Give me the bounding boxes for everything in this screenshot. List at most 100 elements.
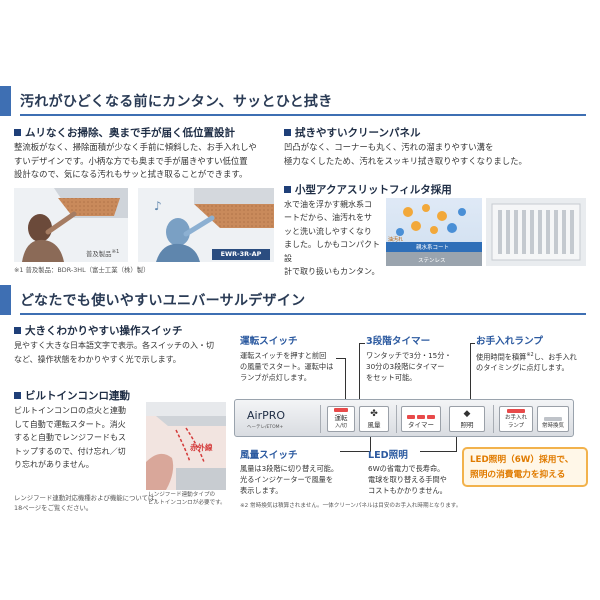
- text-part: 使用時間を積算: [476, 352, 527, 362]
- always-vent-button[interactable]: 常時換気: [537, 406, 569, 432]
- always-led-icon: [544, 417, 562, 421]
- text-line: すいデザインです。小柄な方でも奥まで手が届きやすい低位置: [14, 155, 248, 166]
- coating-diagram: [386, 204, 482, 266]
- control-panel: AirPRO ヘーテレ/ETOM+ 運転 入/切 ✤ 風量 タイマー ◆ 照明 …: [234, 399, 574, 437]
- text-line: 光るインジケーターで風量を: [240, 475, 334, 484]
- new-hood-drawing: ♪: [154, 188, 274, 262]
- feature-switch-heading: 大きくわかりやすい操作スイッチ: [14, 323, 183, 338]
- old-label-text: 普及製品: [86, 250, 112, 259]
- callout-fan-line-h: [340, 451, 371, 452]
- text-line: LED照明（6W）採用で、: [470, 455, 574, 465]
- text-line: をセット可能。: [366, 373, 417, 382]
- new-product-illustration: ♪ EWR-3R-AP: [138, 188, 274, 262]
- lightbulb-icon: ◆: [463, 409, 471, 419]
- care-lamp-button[interactable]: お手入れ ランプ: [499, 406, 533, 432]
- text-line: 電球を取り替える手間や: [368, 475, 447, 484]
- builtin-note: レンジフード連動タイプの ビルトインコンロが必要です。: [148, 491, 238, 507]
- square-bullet-icon: [14, 327, 21, 334]
- text-line: コストもかかりません。: [368, 486, 447, 495]
- old-product-label: 普及製品※1: [86, 248, 119, 260]
- feature-filter-heading-text: 小型アクアスリットフィルタ採用: [295, 184, 452, 196]
- text-line: の風量でスタート。運転中は: [240, 362, 334, 371]
- text-line: など、操作状態をわかりやすく光で示します。: [14, 354, 181, 364]
- callout-timer-text: ワンタッチで3分・15分・ 30分の3段階にタイマー をセット可能。: [366, 350, 466, 383]
- callout-run-line-h: [336, 358, 346, 359]
- fan-button[interactable]: ✤ 風量: [359, 406, 389, 432]
- filter-photo: [486, 198, 586, 266]
- feature-clean-panel-text: 凹凸がなく、コーナーも丸く、汚れの溜まりやすい溝を 極力なくしたため、汚れをスッ…: [284, 141, 584, 168]
- text-line: ートだから、油汚れをサ: [284, 213, 372, 223]
- run-led-icon: [334, 408, 348, 412]
- timer-led-icon: [417, 415, 425, 419]
- text-line: 凹凸がなく、コーナーも丸く、汚れの溜まりやすい溝を: [284, 142, 494, 152]
- note-line: レンジフード連動対応機種および機能については、: [14, 494, 161, 502]
- text-line: 極力なくしたため、汚れをスッキリ拭き取りやすくなりました。: [284, 155, 527, 166]
- callout-care-title: お手入れランプ: [476, 336, 543, 347]
- square-bullet-icon: [284, 186, 291, 193]
- feature-low-design-heading-text: ムリなくお掃除、奥まで手が届く低位置設計: [25, 127, 235, 139]
- section1-title: 汚れがひどくなる前にカンタン、サッとひと拭き: [20, 94, 333, 110]
- callout-run-title: 運転スイッチ: [240, 336, 298, 347]
- run-button[interactable]: 運転 入/切: [327, 406, 355, 432]
- brand-logo: AirPRO: [247, 409, 286, 422]
- coat-label: 親水系コート: [416, 245, 450, 251]
- section1-header: 汚れがひどくなる前にカンタン、サッとひと拭き: [0, 86, 600, 116]
- infrared-label: 赤外線: [190, 443, 213, 452]
- text-line: り忘れがありません。: [14, 460, 94, 470]
- panel-divider: [493, 405, 494, 433]
- care-button-sublabel: ランプ: [507, 423, 525, 429]
- feature-builtin-heading-text: ビルトインコンロ連動: [25, 390, 130, 402]
- text-line: ッと洗い流しやすくなり: [284, 226, 372, 236]
- light-button[interactable]: ◆ 照明: [449, 406, 485, 432]
- timer-button-label: タイマー: [408, 421, 434, 429]
- oil-label: 油汚れ: [388, 237, 404, 243]
- stove-drawing: [146, 402, 226, 490]
- text-line: 30分の3段階にタイマー: [366, 362, 445, 371]
- text-line: 設計なので、気になる汚れもサッと拭き取ることができます。: [14, 169, 248, 180]
- run-button-sublabel: 入/切: [335, 423, 347, 429]
- care-button-label: お手入れ: [504, 415, 527, 421]
- feature-low-design-text: 整流板がなく、掃除面積が少なく手前に傾斜した、お手入れしや すいデザインです。小…: [14, 141, 274, 182]
- text-line: 水で油を浮かす親水系コ: [284, 200, 372, 209]
- feature-filter-text: 水で油を浮かす親水系コ ートだから、油汚れをサ ッと洗い流しやすくなり ました。…: [284, 198, 384, 278]
- text-line: すると自動でレンジフードもス: [14, 433, 126, 443]
- callout-fan-title: 風量スイッチ: [240, 450, 298, 461]
- text-line: 整流板がなく、掃除面積が少なく手前に傾斜した、お手入れしや: [14, 142, 257, 152]
- text-line: 運転スイッチを押すと前回: [240, 351, 327, 360]
- feature-builtin-text: ビルトインコンロの点火と連動 して自動で運転スタート。消火 すると自動でレンジフ…: [14, 404, 146, 472]
- section2-accent-bar: [0, 285, 11, 315]
- brand-sub: ヘーテレ/ETOM+: [247, 425, 284, 430]
- text-line: ビルトインコンロの点火と連動: [14, 406, 126, 415]
- callout-led-text: 6Wの省電力で長寿命。 電球を取り替える手間や コストもかかりません。: [368, 463, 464, 496]
- feature-low-design-heading: ムリなくお掃除、奥まで手が届く低位置設計: [14, 125, 235, 140]
- feature-switch-text: 見やすく大きな日本語文字で表示。各スイッチの入・切 など、操作状態をわかりやすく…: [14, 339, 234, 366]
- filter-coating-image: 親水系コート ステンレス 油汚れ: [386, 198, 482, 266]
- callout-led-line: [456, 437, 457, 451]
- feature-clean-panel-heading-text: 拭きやすいクリーンパネル: [295, 127, 421, 139]
- square-bullet-icon: [284, 129, 291, 136]
- text-line: 使用時間を積算※2し、お手入れ: [476, 350, 596, 362]
- callout-led-line-h: [420, 451, 457, 452]
- text-line: ました。しかもコンパクト設: [284, 240, 380, 263]
- feature-switch-heading-text: 大きくわかりやすい操作スイッチ: [25, 325, 183, 337]
- callout-run-text: 運転スイッチを押すと前回 の風量でスタート。運転中は ランプが点灯します。: [240, 350, 360, 383]
- callout-led-title: LED照明: [368, 450, 408, 461]
- text-line: のタイミングに点灯します。: [476, 363, 569, 373]
- panel-divider: [320, 405, 321, 433]
- timer-button[interactable]: タイマー: [401, 406, 441, 432]
- text-line: ワンタッチで3分・15分・: [366, 351, 452, 360]
- old-label-sup: ※1: [111, 249, 120, 255]
- text-line: ランプが点灯します。: [240, 373, 311, 382]
- svg-text:♪: ♪: [154, 199, 162, 213]
- led-highlight-box: LED照明（6W）採用で、 照明の消費電力を抑える: [462, 447, 588, 487]
- light-button-label: 照明: [460, 421, 474, 429]
- section2-header: どなたでも使いやすいユニバーサルデザイン: [0, 285, 600, 315]
- timer-led-icon: [407, 415, 415, 419]
- callout-timer-line-h: [359, 343, 365, 344]
- square-bullet-icon: [14, 392, 21, 399]
- footnote-2: ※2 常時換気は積算されません。一体クリーンパネルは目安のお手入れ時期となります…: [240, 503, 462, 509]
- feature-filter-heading: 小型アクアスリットフィルタ採用: [284, 182, 452, 197]
- section1-underline: [20, 114, 586, 116]
- reference-note: レンジフード連動対応機種および機能については、 18ページをご覧ください。: [14, 494, 214, 513]
- text-line: 見やすく大きな日本語文字で表示。各スイッチの入・切: [14, 341, 214, 350]
